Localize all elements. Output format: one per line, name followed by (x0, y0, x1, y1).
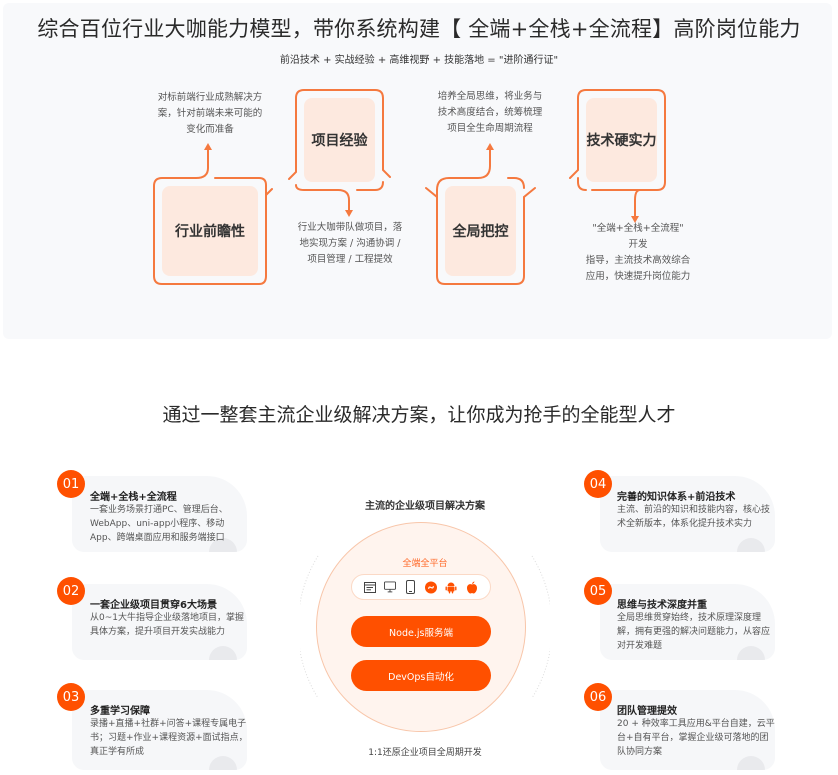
node-label: 项目经验 (311, 133, 368, 149)
note-tech-strength: "全端+全栈+全流程" 开发 指导，主流技术高效综合 应用，快速提升岗位能力 (585, 223, 691, 282)
capability-model-panel (3, 3, 832, 339)
feature-title: 团队管理提效 (617, 706, 677, 717)
flow-connector-lines (153, 89, 666, 285)
page-subtitle: 前沿技术 + 实战经验 + 高维视野 + 技能落地 = "进阶通行证" (279, 55, 559, 66)
mobile-icon (405, 580, 417, 594)
note-global-control: 培养全局思维，将业务与 技术高度结合，统筹梳理 项目全生命周期流程 (437, 91, 543, 134)
feature-number-badge: 05 (584, 577, 612, 605)
feature-card-05 (600, 584, 775, 660)
feature-number-badge: 04 (584, 470, 612, 498)
flow-node-tech-strength: 技术硬实力 (586, 98, 657, 182)
flow-node-project-experience: 项目经验 (304, 98, 375, 182)
feature-title: 思维与技术深度并重 (617, 600, 707, 611)
feature-card-04 (600, 476, 775, 552)
node-label: 全局把控 (452, 224, 509, 240)
miniprogram-icon (425, 580, 438, 594)
feature-number-badge: 01 (57, 470, 85, 498)
feature-title: 完善的知识体系+前沿技术 (617, 492, 736, 503)
feature-card-01 (72, 476, 247, 552)
feature-card-03 (72, 690, 247, 770)
section-title: 通过一整套主流企业级解决方案，让你成为抢手的全能型人才 (162, 404, 676, 426)
devops-automation-pill: DevOps自动化 (351, 660, 491, 691)
platform-label: 全端全平台 (402, 559, 448, 569)
feature-desc: 主流、前沿的知识和技能内容，核心技术全新版本，体系化提升技术实力 (617, 505, 771, 529)
center-title: 主流的企业级项目解决方案 (365, 501, 485, 512)
feature-title: 全端+全栈+全流程 (90, 492, 177, 503)
feature-title: 一套企业级项目贯穿6大场景 (90, 600, 217, 611)
desktop-icon (384, 580, 397, 594)
android-icon (445, 580, 457, 594)
node-label: 技术硬实力 (586, 133, 657, 149)
feature-number-badge: 06 (584, 683, 612, 711)
feature-title: 多重学习保障 (90, 706, 150, 717)
flow-node-global-control: 全局把控 (445, 186, 516, 276)
feature-desc: 全局思维贯穿始终，技术原理深度理解，拥有更强的解决问题能力，从容应对开发难题 (617, 613, 771, 651)
page-title: 综合百位行业大咖能力模型，带你系统构建【 全端+全栈+全流程】高阶岗位能力 (37, 17, 801, 41)
center-footer: 1:1还原企业项目全周期开发 (368, 748, 482, 758)
outer-dotted-ring (300, 555, 550, 699)
flow-node-industry-foresight: 行业前瞻性 (162, 186, 258, 276)
feature-desc: 一套业务场景打通PC、管理后台、WebApp、uni-app小程序、移动App、… (90, 505, 228, 543)
feature-desc: 20 + 种效率工具应用&平台自建，云平台+自有平台，掌握企业级可落地的团队协同… (617, 719, 775, 757)
apple-icon (466, 580, 478, 594)
feature-number-badge: 03 (57, 683, 85, 711)
note-project-experience: 行业大咖带队做项目，落 地实现方案 / 沟通协调 / 项目管理 / 工程提效 (297, 222, 403, 265)
node-label: 行业前瞻性 (175, 224, 245, 240)
browser-icon (364, 580, 377, 594)
feature-card-02 (72, 584, 247, 660)
note-industry-foresight: 对标前端行业成熟解决方 案，针对前端未来可能的 变化而准备 (157, 92, 263, 135)
feature-desc: 录播+直播+社群+问答+课程专属电子书；习题+作业+课程资源+面试指点，真正学有… (90, 719, 248, 757)
feature-card-06 (600, 690, 775, 770)
platform-icon-bar (351, 574, 491, 600)
nodejs-server-pill: Node.js服务端 (351, 616, 491, 647)
feature-desc: 从0~1大牛指导企业级落地项目，掌握具体方案，提升项目开发实战能力 (90, 613, 244, 637)
feature-number-badge: 02 (57, 577, 85, 605)
